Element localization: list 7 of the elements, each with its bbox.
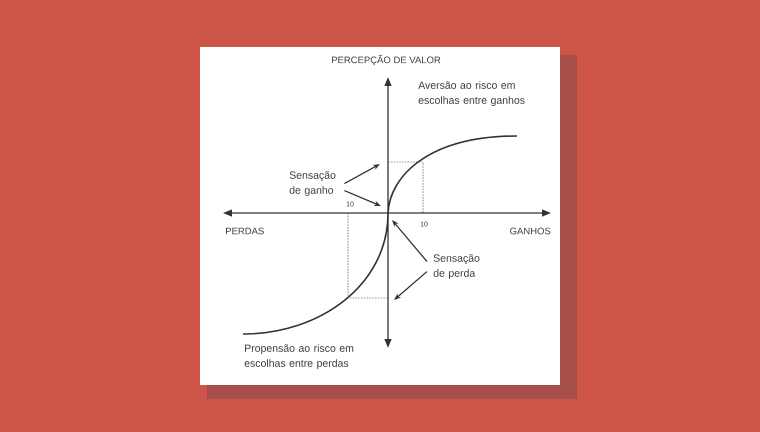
axis-label: GANHOS bbox=[510, 228, 550, 234]
callout-text: Sensação de ganho bbox=[290, 171, 336, 196]
callout-text: Sensação de perda bbox=[434, 254, 480, 279]
axis-title: PERCEPÇÃO DE VALOR bbox=[332, 54, 440, 66]
annotation: Aversão ao risco em escolhas entre ganhos bbox=[418, 81, 525, 106]
annotation: Propensão ao risco em escolhas entre perdas bbox=[244, 344, 354, 369]
axis-label: PERDAS bbox=[226, 228, 264, 234]
